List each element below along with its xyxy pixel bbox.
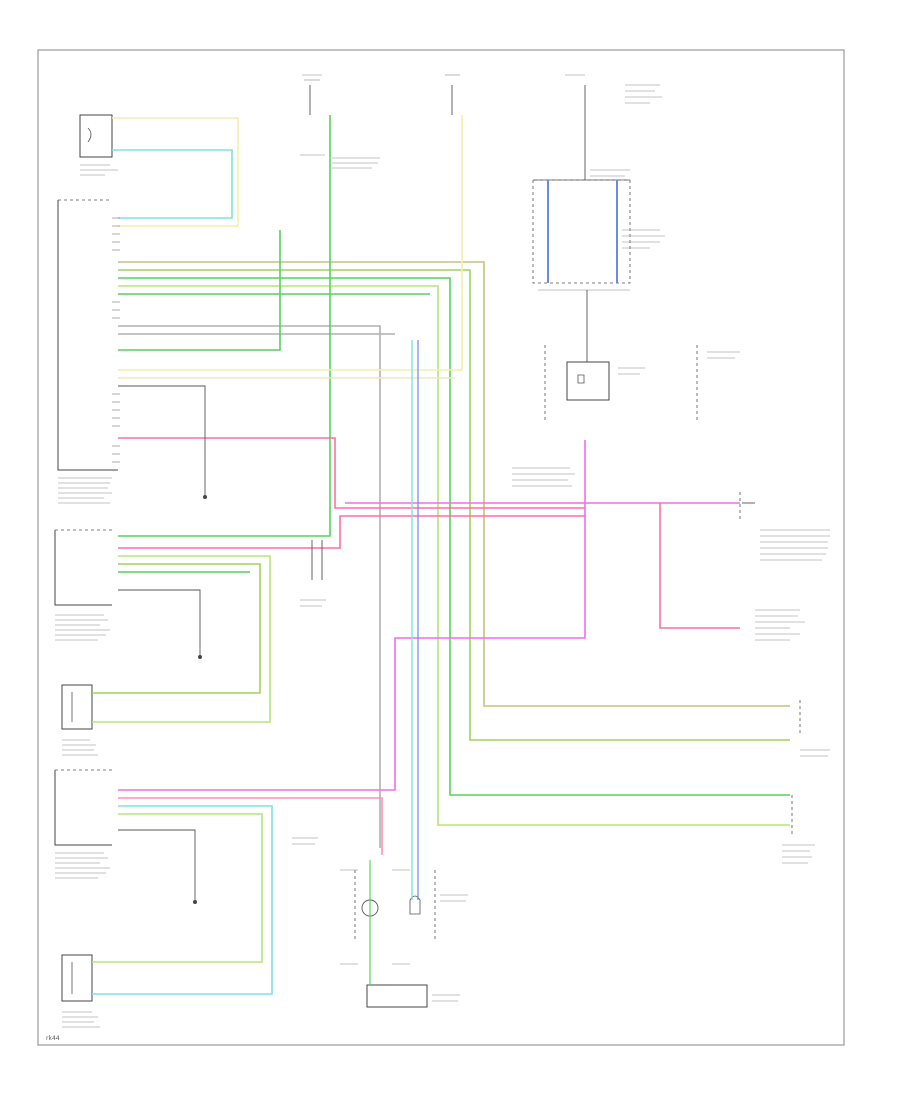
right-front-pretensioner-module [54,769,112,879]
wire-yellow-vertical [118,115,463,371]
restraint-sensor [544,345,698,420]
wire-cyan-1 [112,149,233,219]
wire-pink-1 [118,437,585,509]
wire-green-vertical [118,115,331,537]
faint-annotations [292,74,830,1002]
wire-lightgreen-left [92,555,271,723]
wire-green-short-2 [118,230,281,351]
corner-tag: rk44 [46,1035,60,1042]
wire-pink-right [118,797,383,855]
indicator-lamps [354,870,436,1008]
wire-pink-3 [659,503,740,629]
wire-pink-2 [118,515,585,549]
airbag-control-module [57,199,118,504]
left-seat-switch [61,684,98,756]
wire-gray-1 [118,325,381,848]
wire-olive-bus [118,269,790,741]
wire-olive-left [92,563,261,694]
wire-lightgreen-bus [118,285,790,826]
wire-yellow-1 [112,117,239,227]
right-seat-switch [61,954,100,1028]
right-seat-belt-switch [79,114,118,176]
connector-pins [112,217,120,463]
occupant-classification-module [532,179,631,291]
ground-symbols [193,495,207,904]
wire-green-bus [118,277,790,796]
wire-magenta-1 [118,440,586,791]
wire-lightgreen-right [92,813,263,963]
wire-cyan-right [92,805,273,995]
ground-wires [118,85,755,900]
wire-tan-bus [118,261,790,707]
left-front-pretensioner-module [54,529,112,641]
diagram-frame [37,49,845,1046]
